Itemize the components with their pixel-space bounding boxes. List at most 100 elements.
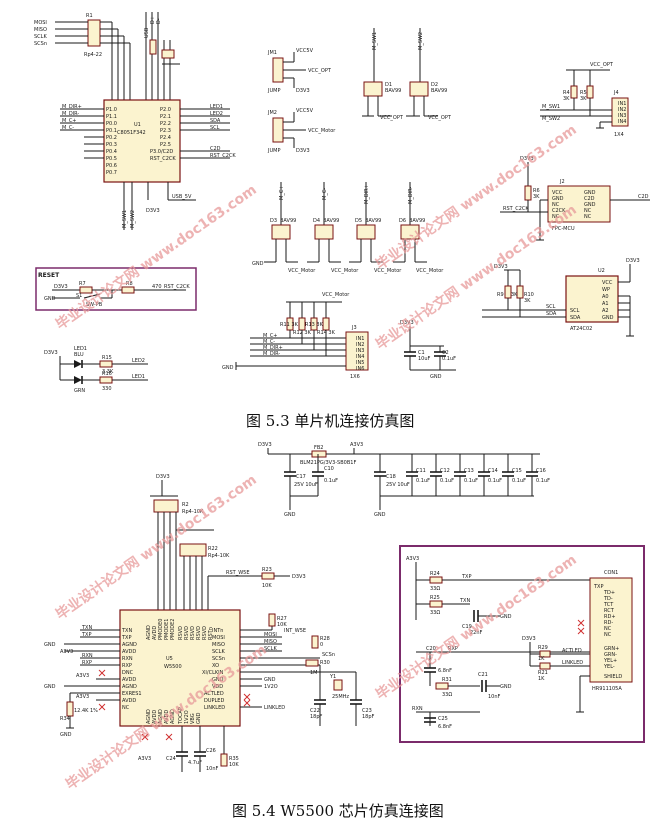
- d3-part: BAV99: [280, 218, 296, 224]
- d6-vcc: VCC_Motor: [416, 268, 444, 274]
- j4-label: 1X4: [614, 132, 624, 138]
- con1-p2: TD-: [603, 596, 613, 602]
- r25-ref: R25: [430, 595, 440, 601]
- c19-val: 22nF: [470, 630, 483, 636]
- w-a3v3-l1: A3V3: [60, 649, 73, 655]
- w-b1: AVDD: [152, 710, 158, 724]
- c26-ref: C26: [206, 748, 216, 754]
- r25-val: 33Ω: [430, 610, 440, 616]
- pf-out: A3V3: [350, 442, 363, 448]
- pin-p10: P1.0: [106, 107, 117, 113]
- d2-net: M_SW2: [418, 32, 424, 50]
- u2-wp: WP: [602, 287, 610, 293]
- w-net-rxp: RXP: [82, 660, 92, 666]
- net-scsn: SCSn: [34, 41, 47, 47]
- r21-val: 1K: [538, 676, 545, 682]
- w-a3v3-l2: A3V3: [76, 673, 89, 679]
- net-dplus: D+: [150, 16, 156, 24]
- r6-val: 3K: [533, 194, 540, 200]
- con1-p0: TXP: [593, 584, 604, 590]
- pin-p11: P1.1: [106, 114, 117, 120]
- w-t8: RSVD: [196, 626, 202, 640]
- w-l1: TXP: [121, 635, 132, 641]
- d6-ref: D6: [399, 218, 406, 224]
- pin-p05: P0.5: [106, 156, 117, 162]
- j2-pl1: GND: [552, 196, 564, 202]
- r11: R11 3K: [280, 322, 299, 328]
- jm2-ref: JM2: [267, 110, 277, 116]
- con1-p6: RD-: [604, 620, 613, 626]
- diode-d2: M_SW2 D2 BAV99 VCC_OPT: [406, 28, 452, 121]
- w-gnd-l1: GND: [44, 642, 56, 648]
- u2-scl: SCL: [570, 308, 580, 314]
- j3-in6: IN6: [356, 366, 364, 372]
- j2-pl4: NC: [552, 214, 560, 220]
- w-t2: PMODE0: [158, 619, 164, 640]
- w-r2: MISO: [212, 642, 225, 648]
- r35-val: 10K: [229, 762, 239, 768]
- watermark-4: 毕业设计论文网 www.doc163.com: [53, 471, 260, 623]
- d5-ref: D5: [355, 218, 362, 224]
- w-t0: AGND: [146, 625, 152, 640]
- net-led2-b: LED2: [132, 358, 145, 364]
- w-b5: TOCAP: [178, 707, 184, 725]
- w-l6: DNC: [122, 670, 134, 676]
- u2-a2: A2: [602, 308, 609, 314]
- w-b3: AVDD: [164, 710, 170, 724]
- c22-ref: C22: [310, 708, 320, 714]
- net-dminus: D-: [156, 18, 162, 24]
- w-l10: AVDD: [122, 698, 136, 704]
- figure-5-4-caption: 图 5.4 W5500 芯片仿真连接图: [232, 802, 444, 820]
- r31-val: 33Ω: [442, 692, 452, 698]
- r31-ref: R31: [442, 677, 452, 683]
- c26-val: 10nF: [206, 766, 219, 772]
- c10-val: 0.1uF: [324, 478, 338, 484]
- mj-net-act: ACTLED: [562, 648, 582, 654]
- mj-net-txn: TXN: [459, 598, 470, 604]
- d3-ref: D3: [270, 218, 277, 224]
- pin-rstc2ck: RST_C2CK: [150, 156, 176, 162]
- r30-val: 1M: [310, 670, 318, 676]
- c1-val: 10uF: [418, 356, 431, 362]
- r35-ref: R35: [229, 756, 239, 762]
- w-r7: GND: [212, 677, 224, 683]
- net-sclk: SCLK: [34, 34, 47, 40]
- j2-ref: J2: [559, 179, 565, 185]
- c19-ref: C19: [462, 624, 472, 630]
- pin-p20: P2.0: [160, 107, 171, 113]
- c12-val: 0.1uF: [440, 478, 454, 484]
- r5-val: 3K: [580, 96, 587, 102]
- w-l7: AVDD: [122, 677, 136, 683]
- d6-part: BAV99: [409, 218, 425, 224]
- r23-val: 10K: [262, 583, 272, 589]
- w-net-mosi: MOSI: [264, 632, 277, 638]
- j2-pl2: NC: [552, 202, 560, 208]
- w-r0: INTn: [212, 628, 223, 634]
- mcu-u1: U1 C8051F342 M_DIR+ M_DIR- M_C+ M_C- P1.…: [60, 99, 236, 230]
- r9-ref: R9: [497, 292, 504, 298]
- net-mcp: M_C+: [62, 118, 77, 124]
- c22-val: 18pF: [310, 714, 323, 720]
- r30-ref: R30: [320, 660, 330, 666]
- c20-ref: C20: [426, 646, 436, 652]
- r15-ref: R15: [102, 355, 112, 361]
- u5-ref: U5: [166, 656, 173, 662]
- led-grn: GRN: [74, 388, 85, 394]
- j3-supply: VCC_Motor: [322, 292, 350, 298]
- j3-in4: IN4: [356, 354, 364, 360]
- w-t7: RSVD: [190, 626, 196, 640]
- r4-ref: R4: [563, 90, 570, 96]
- w-b0: AGND: [146, 709, 152, 724]
- reset-gnd: GND: [44, 296, 56, 302]
- u2-sda: SDA: [570, 315, 581, 321]
- w-l4: RXN: [122, 656, 133, 662]
- r24-ref: R24: [430, 571, 440, 577]
- d3-net: M_C+: [279, 186, 285, 201]
- r10-ref: R10: [524, 292, 534, 298]
- jm1-vcc5v: VCC5V: [296, 48, 314, 54]
- j2-net-c2d: C2D: [638, 194, 649, 200]
- j4-net-msw1: M_SW1: [542, 104, 560, 110]
- c20-val: 6.8nF: [438, 668, 452, 674]
- d4-vcc: VCC_Motor: [331, 268, 359, 274]
- w-r4: SCSn: [212, 656, 225, 662]
